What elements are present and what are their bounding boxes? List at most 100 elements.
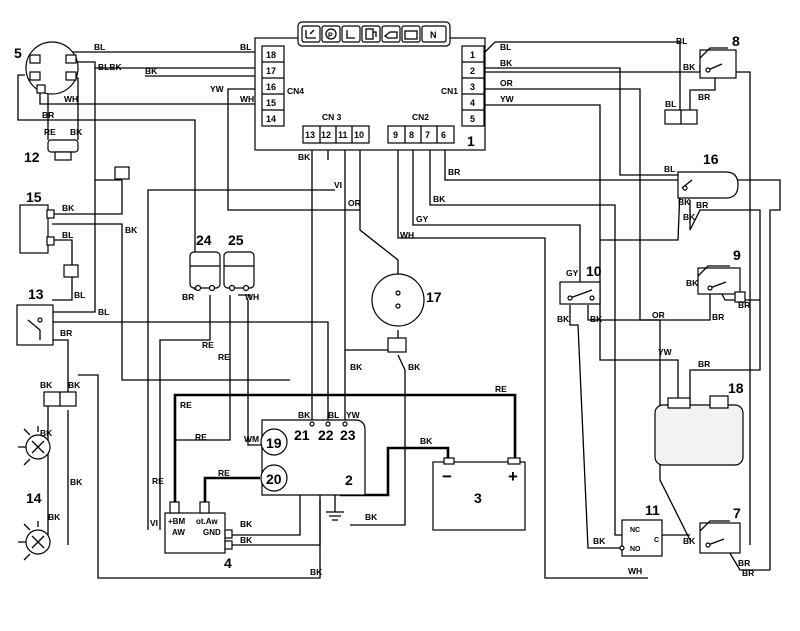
cn1-block: 1 2 3 4 5 CN1 bbox=[441, 45, 485, 127]
cn2-pin: 9 bbox=[393, 130, 398, 140]
cn1-pin: 4 bbox=[470, 98, 475, 108]
component-25-label: 25 bbox=[228, 232, 244, 248]
headlamp-upper bbox=[18, 426, 51, 466]
hourmeter-icon bbox=[301, 25, 321, 43]
fuel-solenoid-16 bbox=[677, 171, 739, 199]
cn3-block: 13 12 11 10 CN 3 bbox=[302, 112, 370, 144]
diode-24 bbox=[189, 251, 221, 292]
wire-label: BK bbox=[310, 567, 323, 577]
wire-label: GY bbox=[566, 268, 579, 278]
cn3-pin: 12 bbox=[321, 130, 331, 140]
relay-11-nc: NC bbox=[630, 527, 640, 534]
wire-label: BK bbox=[298, 410, 311, 420]
component-9-label: 9 bbox=[733, 247, 741, 263]
starter-solenoid-4 bbox=[164, 501, 233, 554]
wire-label: BLBK bbox=[98, 62, 122, 72]
starter-term-taw: ot.Aw bbox=[196, 517, 218, 526]
relay-10 bbox=[559, 281, 601, 305]
cn1-pin: 2 bbox=[470, 66, 475, 76]
wire-label: BK bbox=[683, 536, 696, 546]
wire-label: WH bbox=[240, 94, 254, 104]
component-8-label: 8 bbox=[732, 33, 740, 49]
wire-8-bk-right bbox=[735, 71, 751, 545]
wire-label: BR bbox=[42, 110, 54, 120]
cn3-pin: 13 bbox=[305, 130, 315, 140]
cn4-pin: 18 bbox=[266, 50, 276, 60]
wire-label: BK bbox=[40, 428, 53, 438]
cn1-pin: 1 bbox=[470, 50, 475, 60]
wire-19-wm bbox=[247, 300, 262, 446]
wire-label: WH bbox=[400, 230, 414, 240]
wire-label: BK bbox=[70, 477, 83, 487]
wire-battery-bk bbox=[340, 446, 450, 497]
wire-label: BK bbox=[500, 58, 513, 68]
wire-label: BK bbox=[62, 203, 75, 213]
wire-25-wh bbox=[238, 294, 251, 300]
component-3-label: 3 bbox=[474, 490, 482, 506]
wire-label: RE bbox=[218, 352, 230, 362]
cn2-pin: 6 bbox=[441, 130, 446, 140]
wire-label: RE bbox=[195, 432, 207, 442]
cn2-block: 9 8 7 6 CN2 bbox=[387, 112, 455, 144]
switch-13 bbox=[16, 304, 54, 346]
wire-label: BK bbox=[593, 536, 606, 546]
component-12-label: 12 bbox=[24, 149, 40, 165]
wire-5-bk bbox=[94, 68, 122, 181]
wire-label: BR bbox=[738, 558, 750, 568]
wire-label: BK bbox=[678, 197, 691, 207]
wire-label: BR bbox=[60, 328, 72, 338]
wire-vi bbox=[147, 189, 335, 530]
module-pin: 22 bbox=[318, 427, 334, 443]
fuel-icon bbox=[361, 25, 381, 43]
wire-cn3-10-or bbox=[359, 148, 399, 275]
battery-plus: + bbox=[508, 467, 518, 486]
wire-label: RE bbox=[152, 476, 164, 486]
battery-3 bbox=[432, 457, 526, 531]
wire-label: BR bbox=[698, 359, 710, 369]
svg-text:P: P bbox=[328, 33, 333, 40]
wire-label: BK bbox=[240, 535, 253, 545]
wire-label: RE bbox=[180, 400, 192, 410]
wire-label: OR bbox=[500, 78, 513, 88]
sensor-17 bbox=[371, 273, 425, 353]
wire-cn2-6-br bbox=[444, 148, 781, 570]
battery-minus: − bbox=[442, 467, 452, 486]
cn4-pin: 17 bbox=[266, 66, 276, 76]
sensor-12 bbox=[47, 139, 79, 161]
wire-label: BR bbox=[698, 92, 710, 102]
cn4-block: 18 17 16 15 14 CN4 bbox=[261, 45, 304, 127]
neutral-letter: N bbox=[430, 30, 437, 40]
wire-label: YW bbox=[346, 410, 361, 420]
cn3-pin: 11 bbox=[338, 130, 348, 140]
component-24-label: 24 bbox=[196, 232, 212, 248]
component-1-label: 1 bbox=[467, 133, 475, 149]
wire-label: WH bbox=[64, 94, 78, 104]
wire-16-br bbox=[689, 200, 761, 301]
wire-label: OR bbox=[652, 310, 665, 320]
wire-label: BK bbox=[125, 225, 138, 235]
battery-icon bbox=[401, 25, 421, 43]
module-pin: 21 bbox=[294, 427, 310, 443]
wire-10-bk-right bbox=[587, 305, 691, 541]
wire-battery-re bbox=[173, 393, 517, 502]
inline-fuse-1 bbox=[114, 166, 130, 180]
wire-label: BK bbox=[683, 212, 696, 222]
component-14-label: 14 bbox=[26, 490, 42, 506]
cn2-pin: 8 bbox=[409, 130, 414, 140]
starter-term-bm: +BM bbox=[168, 517, 185, 526]
cn3-label: CN 3 bbox=[322, 112, 342, 122]
wire-starter-gnd-bk bbox=[232, 495, 301, 536]
wire-10-bk bbox=[569, 305, 622, 549]
starter-term-aw: AW bbox=[172, 528, 185, 537]
wire-cn1-2-bk bbox=[485, 67, 690, 176]
wire-label: BL bbox=[98, 307, 109, 317]
wire-label: WH bbox=[245, 292, 259, 302]
component-11-label: 11 bbox=[645, 502, 660, 518]
wire-label: BL bbox=[664, 164, 675, 174]
wire-cn2-8-gy bbox=[412, 148, 581, 285]
wire-5-br bbox=[17, 74, 196, 290]
cn1-pin: 5 bbox=[470, 114, 475, 124]
wire-label: BK bbox=[420, 436, 433, 446]
wire-5-wh bbox=[39, 90, 255, 105]
cn4-label: CN4 bbox=[287, 86, 304, 96]
